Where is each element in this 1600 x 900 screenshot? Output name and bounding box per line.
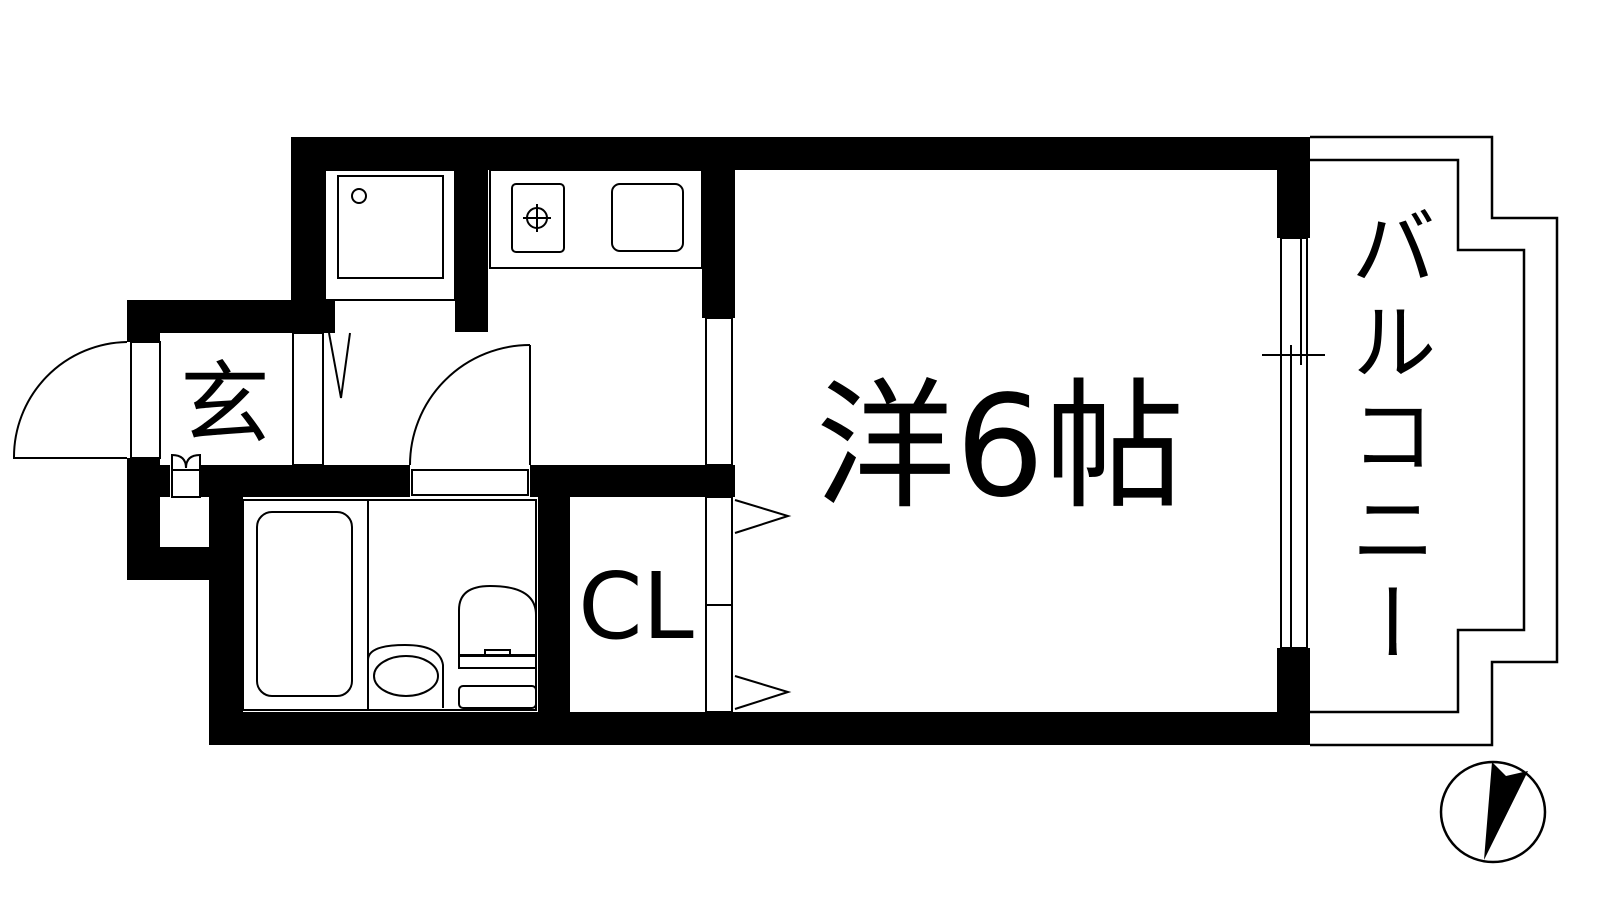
sink-icon	[611, 183, 684, 252]
compass-icon	[1439, 760, 1547, 864]
window	[1262, 237, 1325, 649]
thin-lines	[12, 317, 792, 713]
washbasin-icon	[367, 643, 444, 708]
balcony-outline	[1310, 135, 1559, 747]
walls	[127, 137, 1310, 745]
stove-icon	[511, 183, 565, 253]
bathroom	[242, 499, 537, 711]
entrance-label: 玄	[180, 352, 270, 457]
kitchen-counter	[489, 169, 703, 269]
balcony-label: バルコニー	[1335, 203, 1435, 673]
bathtub-icon	[256, 511, 353, 697]
closet-label: CL	[578, 553, 694, 660]
western-room-label: 洋6帖	[815, 366, 1184, 529]
washing-machine-icon	[324, 169, 456, 301]
toilet-icon	[458, 584, 537, 709]
